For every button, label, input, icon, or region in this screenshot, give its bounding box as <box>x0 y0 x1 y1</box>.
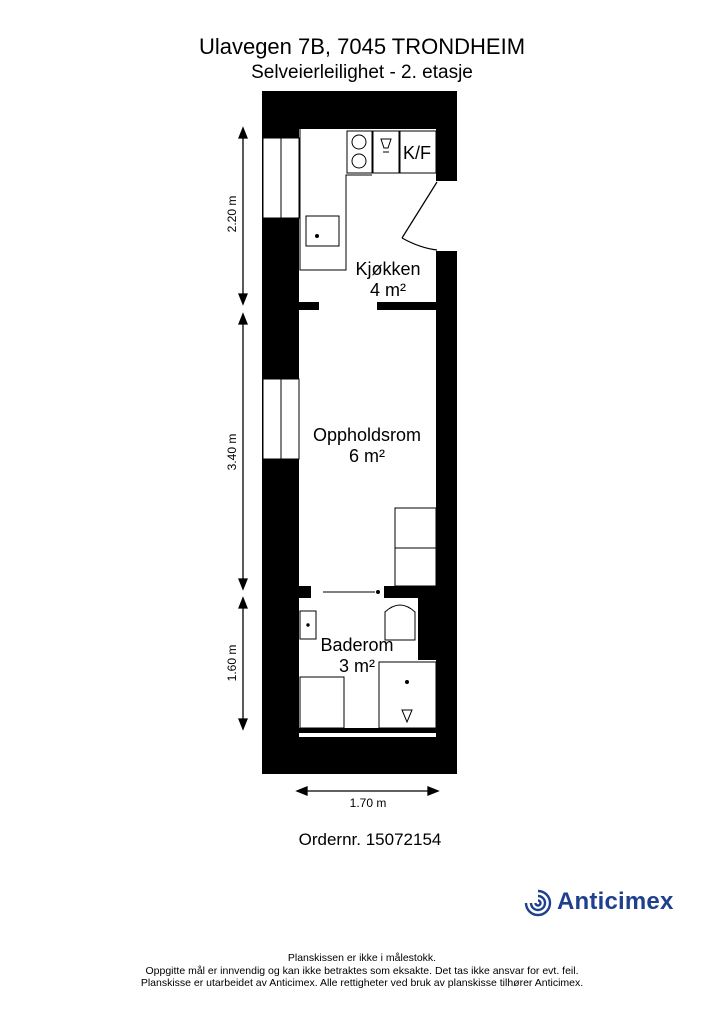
washer-space <box>299 676 345 729</box>
wall-bottom-inner <box>299 728 436 733</box>
bath-fixtures <box>299 604 437 729</box>
room-area-living: 6 m² <box>349 446 385 466</box>
room-area-kitchen: 4 m² <box>370 280 406 300</box>
kitchen-counter <box>299 129 372 271</box>
partition-kitchen-left <box>299 302 319 310</box>
windows <box>262 137 300 460</box>
shower-area <box>378 661 437 729</box>
disclaimer-line: Oppgitte mål er innvendig og kan ikke be… <box>145 964 579 977</box>
brand-name: Anticimex <box>557 888 674 915</box>
kitchen-sink-icon <box>305 215 340 247</box>
cabinet-upper <box>394 507 437 549</box>
disclaimer-line: Planskisse er utarbeidet av Anticimex. A… <box>140 977 584 989</box>
dim-width: 1.70 m <box>350 796 387 810</box>
living-fixtures <box>323 507 437 594</box>
cabinet-lower <box>394 547 437 587</box>
room-area-bath: 3 m² <box>339 656 375 676</box>
entrance-door <box>401 181 438 251</box>
dimension-lines <box>238 126 440 796</box>
order-number: Ordernr. 15072154 <box>298 830 442 849</box>
kf-label: K/F <box>403 143 431 163</box>
plan-subtitle: Selveierleilighet - 2. etasje <box>251 62 473 83</box>
kitchen-fixtures <box>299 129 437 271</box>
dim-living-height: 3.40 m <box>225 434 239 471</box>
disclaimer-line: Planskissen er ikke i målestokk. <box>287 952 437 964</box>
wall-right-lower <box>436 251 457 774</box>
dim-bath-height: 1.60 m <box>225 645 239 682</box>
partition-kitchen-right <box>377 302 436 310</box>
room-name-kitchen: Kjøkken <box>355 259 420 279</box>
dim-kitchen-height: 2.20 m <box>225 196 239 233</box>
disclaimer: Planskissen er ikke i målestokk. Oppgitt… <box>0 952 724 990</box>
anticimex-logo-icon <box>524 889 552 917</box>
brand-logo: Anticimex <box>523 886 703 920</box>
room-name-bath: Baderom <box>320 635 393 655</box>
plan-title: Ulavegen 7B, 7045 TRONDHEIM <box>198 34 526 59</box>
stove-icon <box>346 130 373 174</box>
dishwasher-icon <box>372 130 400 174</box>
fridge-freezer <box>399 130 437 174</box>
bath-wall-niche <box>418 598 436 660</box>
toilet-icon <box>384 604 416 641</box>
wall-right-upper <box>436 91 457 181</box>
shower-head-icon <box>401 709 413 724</box>
room-name-living: Oppholdsrom <box>313 425 421 445</box>
partition-bath-right <box>384 586 436 598</box>
wall-top <box>262 91 457 129</box>
partition-bath-left <box>299 586 311 598</box>
wall-bottom <box>262 737 457 774</box>
bath-sink-icon <box>299 610 317 640</box>
